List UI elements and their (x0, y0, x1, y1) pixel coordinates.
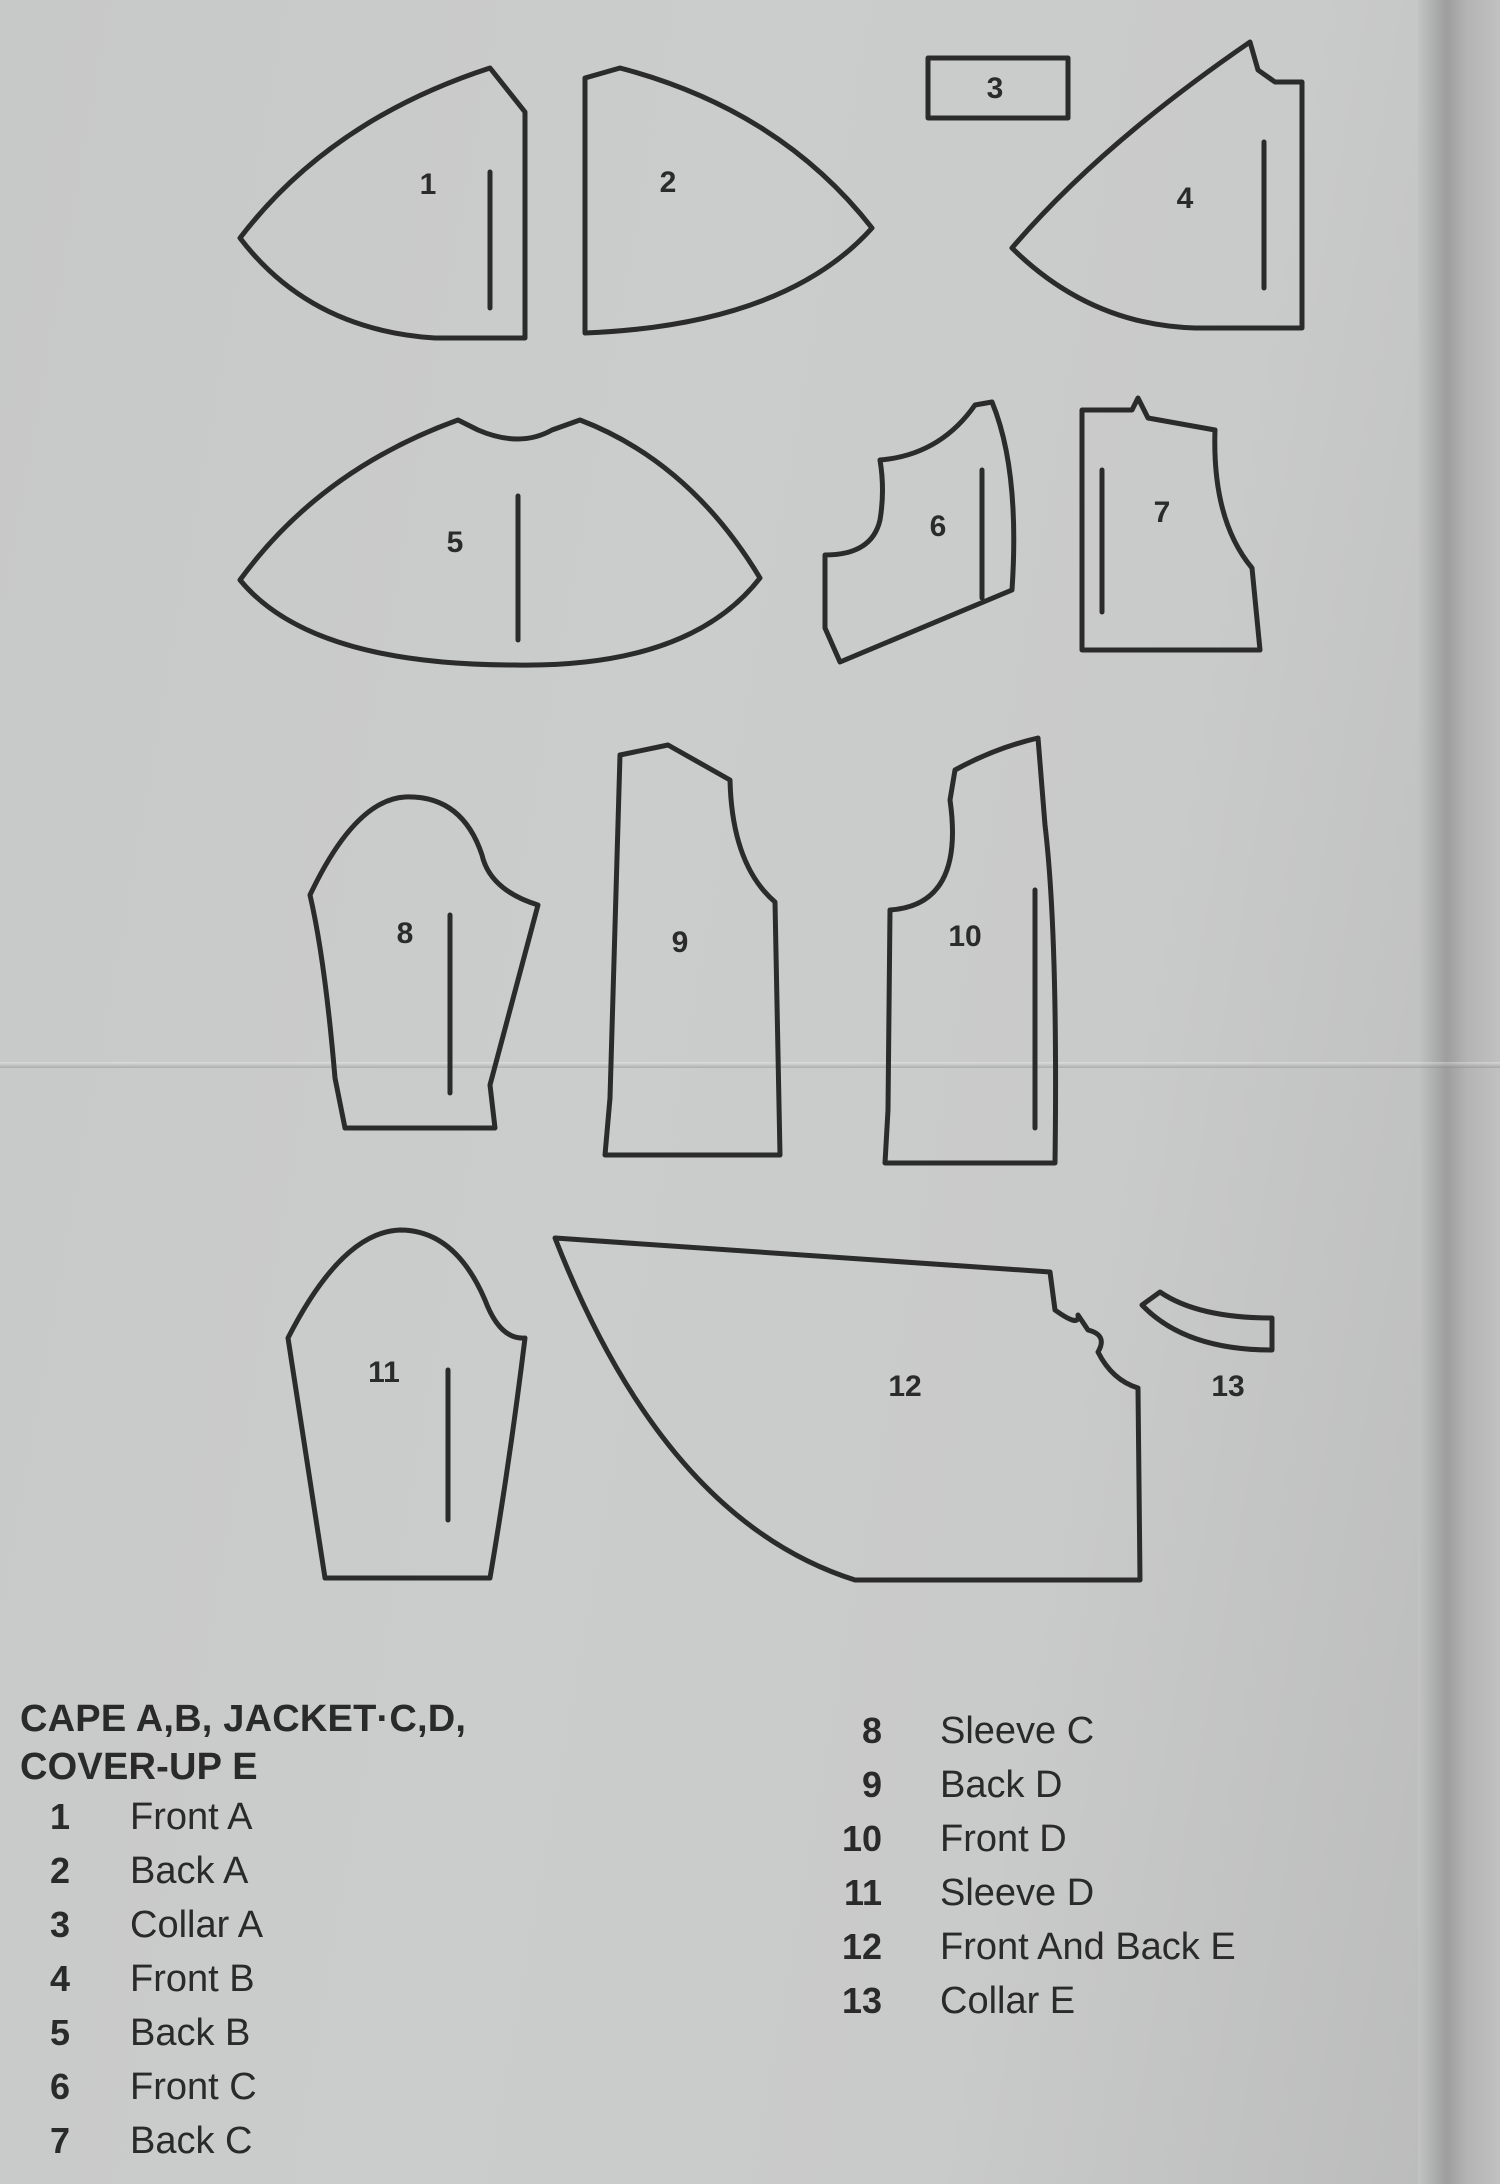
piece-number: 12 (841, 1926, 882, 1967)
piece-number-12: 12 (888, 1370, 921, 1403)
pattern-layout-diagram: 1 2 3 4 5 6 7 8 9 (237, 39, 1305, 1583)
piece-number-8: 8 (397, 917, 414, 950)
piece-name: Collar E (940, 1980, 1076, 2022)
piece-number: 2 (49, 1850, 70, 1891)
list-item: 1 Front A (28, 1790, 263, 1844)
piece-name: Front C (130, 2066, 257, 2108)
pattern-piece-3: 3 (925, 55, 1071, 121)
list-item: 12 Front And Back E (820, 1920, 1236, 1974)
piece-number: 10 (841, 1818, 882, 1859)
piece-number-6: 6 (930, 510, 947, 543)
piece-number: 8 (861, 1710, 882, 1751)
list-item: 5 Back B (28, 2006, 263, 2060)
list-item: 6 Front C (28, 2060, 263, 2114)
piece-name: Collar A (130, 1904, 264, 1946)
pieces-list-right: 8 Sleeve C 9 Back D 10 Front D 11 Sleeve D 1… (820, 1704, 1236, 2028)
piece-name: Front And Back E (940, 1926, 1236, 1968)
list-item: 10 Front D (820, 1812, 1236, 1866)
piece-number-11: 11 (368, 1356, 400, 1389)
legend-title-line-1: CAPE A,B, JACKET·C,D, (20, 1698, 467, 1740)
pattern-piece-9: 9 (602, 742, 783, 1158)
pattern-piece-10: 10 (882, 735, 1059, 1166)
piece-name: Back C (130, 2120, 253, 2162)
piece-number: 3 (49, 1904, 70, 1945)
list-item: 4 Front B (28, 1952, 263, 2006)
pattern-piece-1: 1 (237, 65, 528, 341)
piece-name: Front B (130, 1958, 255, 2000)
piece-number: 13 (841, 1980, 882, 2021)
legend-title-line-2: COVER-UP E (20, 1746, 258, 1788)
list-item: 3 Collar A (28, 1898, 263, 1952)
piece-number-7: 7 (1154, 496, 1171, 529)
pattern-piece-5: 5 (237, 417, 763, 668)
paper-fold-vertical (1418, 0, 1500, 2184)
piece-number: 4 (49, 1958, 70, 1999)
list-item: 13 Collar E (820, 1974, 1236, 2028)
piece-number-4: 4 (1177, 182, 1194, 215)
pattern-piece-4: 4 (1009, 39, 1305, 331)
piece-number-3: 3 (987, 72, 1004, 105)
piece-number-10: 10 (948, 920, 981, 953)
piece-name: Sleeve C (940, 1710, 1095, 1752)
pattern-piece-8: 8 (307, 794, 541, 1131)
paper-fold-horizontal (0, 1062, 1500, 1068)
pattern-piece-12: 12 (552, 1235, 1143, 1583)
piece-number-2: 2 (660, 166, 677, 199)
list-item: 7 Back C (28, 2114, 263, 2168)
pattern-piece-2: 2 (582, 65, 875, 336)
piece-number: 5 (49, 2012, 70, 2053)
piece-name: Back B (130, 2012, 251, 2054)
piece-name: Back A (130, 1850, 249, 1892)
piece-number: 11 (843, 1872, 882, 1913)
piece-name: Front D (940, 1818, 1067, 1860)
piece-number-9: 9 (672, 926, 689, 959)
piece-number: 1 (49, 1796, 70, 1837)
pattern-piece-7: 7 (1079, 395, 1263, 653)
piece-number: 7 (49, 2120, 70, 2161)
list-item: 2 Back A (28, 1844, 263, 1898)
piece-name: Sleeve D (940, 1872, 1095, 1914)
piece-name: Back D (940, 1764, 1063, 1806)
piece-number: 6 (49, 2066, 70, 2107)
piece-number: 9 (861, 1764, 882, 1805)
piece-number-1: 1 (420, 168, 437, 201)
pattern-piece-6: 6 (822, 399, 1017, 665)
pattern-piece-13: 13 (1139, 1289, 1275, 1403)
piece-number-13: 13 (1211, 1370, 1244, 1403)
list-item: 11 Sleeve D (820, 1866, 1236, 1920)
list-item: 8 Sleeve C (820, 1704, 1236, 1758)
piece-name: Front A (130, 1796, 253, 1838)
pattern-piece-11: 11 (285, 1227, 528, 1581)
piece-number-5: 5 (447, 526, 464, 559)
list-item: 9 Back D (820, 1758, 1236, 1812)
